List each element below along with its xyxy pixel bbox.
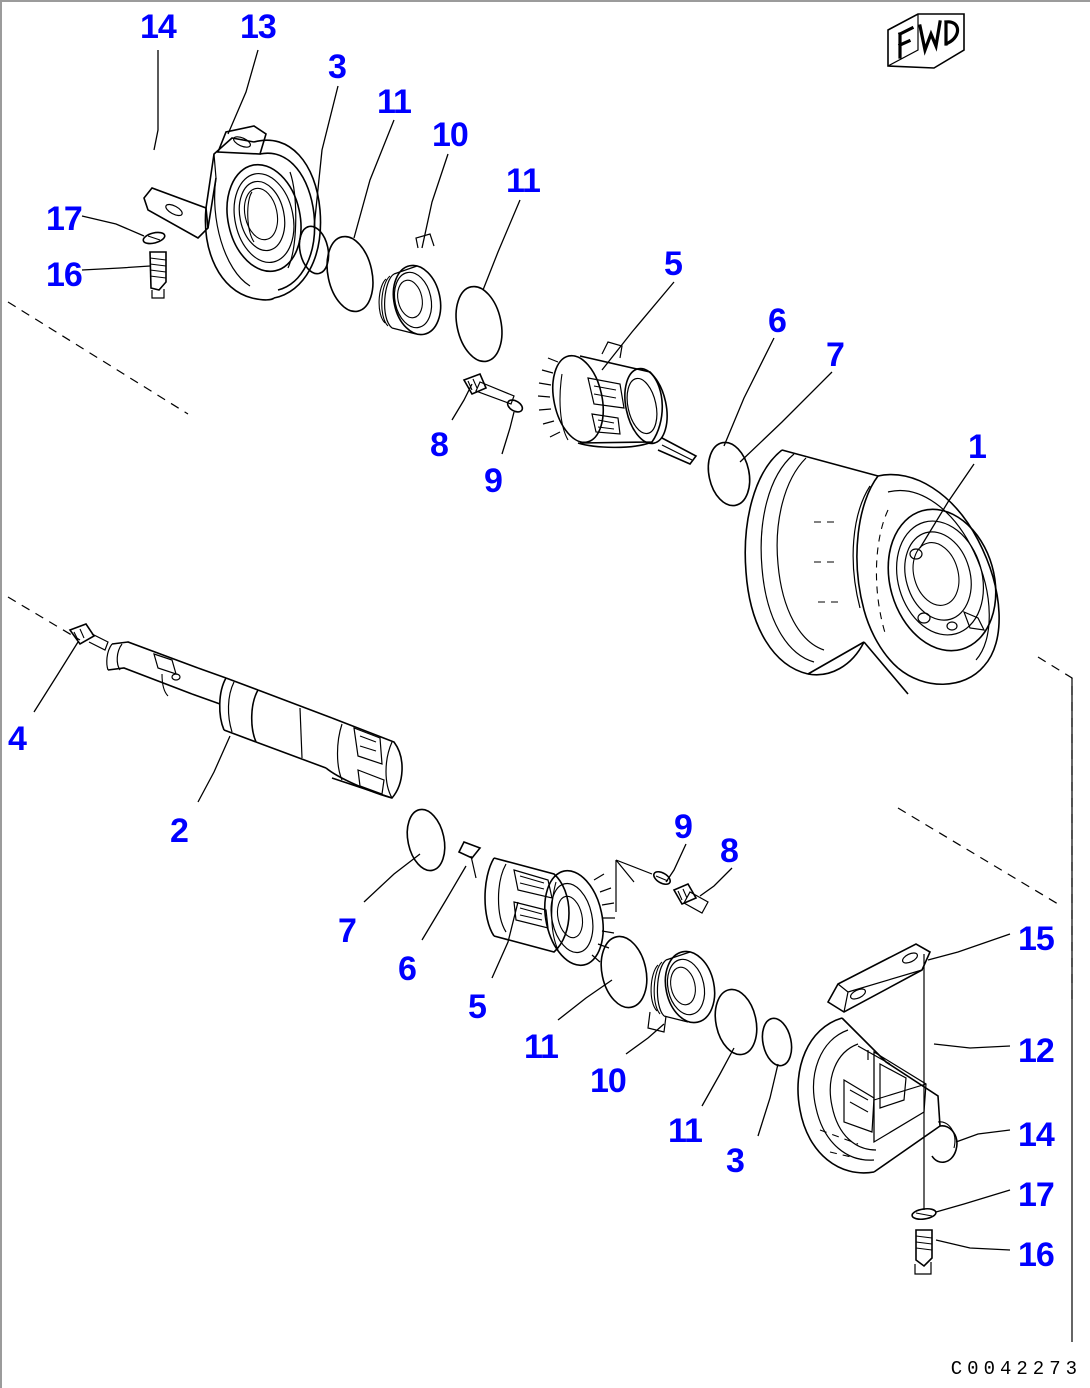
- lower-o-ring-3: [761, 1017, 793, 1067]
- lower-washer-9: [653, 870, 671, 886]
- callout-11-upper-a[interactable]: 11: [377, 83, 412, 121]
- callout-11-upper-b[interactable]: 11: [506, 162, 541, 200]
- callout-3-lower[interactable]: 3: [726, 1142, 745, 1180]
- drawing-number: C0042273: [950, 1358, 1082, 1380]
- upper-o-ring-3: [298, 225, 330, 275]
- callout-16-lower[interactable]: 16: [1018, 1236, 1055, 1274]
- callout-13[interactable]: 13: [240, 8, 277, 46]
- callout-11-lower-b[interactable]: 11: [668, 1112, 703, 1150]
- callout-8-lower[interactable]: 8: [720, 832, 739, 870]
- callout-14-lower[interactable]: 14: [1018, 1116, 1055, 1154]
- lower-o-ring-7: [406, 808, 446, 872]
- lower-bolt-8: [672, 882, 709, 914]
- upper-washer-9: [506, 399, 524, 413]
- callout-6-lower[interactable]: 6: [398, 950, 417, 988]
- callout-3-upper[interactable]: 3: [328, 48, 347, 86]
- callout-12[interactable]: 12: [1018, 1032, 1055, 1070]
- lower-bolt-6-pin: [457, 840, 482, 879]
- callout-7-upper[interactable]: 7: [826, 336, 845, 374]
- lower-bushing-5: [484, 857, 615, 967]
- lower-roller-bracket-12: [797, 1017, 958, 1174]
- callout-8-upper[interactable]: 8: [430, 426, 449, 464]
- lower-assembly-arrow: [615, 859, 653, 912]
- lower-washer-17: [911, 1207, 937, 1221]
- lower-bolt-16: [914, 1229, 933, 1275]
- roller-shaft-2: [68, 623, 403, 799]
- lower-floating-seal-10: [647, 950, 716, 1033]
- upper-bolt-8: [462, 372, 515, 405]
- callout-9-upper[interactable]: 9: [484, 462, 503, 500]
- callout-16-upper[interactable]: 16: [46, 256, 83, 294]
- callout-14-upper[interactable]: 14: [140, 8, 177, 46]
- lower-o-ring-11a: [600, 935, 648, 1009]
- callout-10-lower[interactable]: 10: [590, 1062, 627, 1100]
- track-roller-shell-1: [744, 449, 1000, 695]
- retainer-plate-15: [826, 943, 932, 1013]
- upper-o-ring-11b: [455, 285, 503, 363]
- callout-10-upper[interactable]: 10: [432, 116, 469, 154]
- callout-5-upper[interactable]: 5: [664, 245, 683, 283]
- callout-4[interactable]: 4: [8, 720, 27, 758]
- fwd-orientation-icon: [887, 13, 965, 69]
- upper-o-ring-11a: [326, 235, 374, 313]
- lower-o-ring-11b: [714, 988, 758, 1056]
- callout-15[interactable]: 15: [1018, 920, 1055, 958]
- upper-bushing-5: [537, 341, 698, 465]
- leader-lines: [33, 49, 1011, 1251]
- callout-17-upper[interactable]: 17: [46, 200, 83, 238]
- callout-11-lower-a[interactable]: 11: [524, 1028, 559, 1066]
- callout-2[interactable]: 2: [170, 812, 189, 850]
- upper-washer-17: [142, 231, 166, 245]
- callout-1[interactable]: 1: [968, 428, 987, 466]
- upper-o-ring-6: [707, 441, 751, 507]
- callout-7-lower[interactable]: 7: [338, 912, 357, 950]
- upper-floating-seal-10: [378, 233, 442, 336]
- callout-9-lower[interactable]: 9: [674, 808, 693, 846]
- upper-bolt-16: [149, 251, 167, 299]
- callout-6-upper[interactable]: 6: [768, 302, 787, 340]
- callout-17-lower[interactable]: 17: [1018, 1176, 1055, 1214]
- upper-roller-bracket: [143, 125, 322, 301]
- callout-5-lower[interactable]: 5: [468, 988, 487, 1026]
- frame-reference-lines: [7, 301, 1073, 1342]
